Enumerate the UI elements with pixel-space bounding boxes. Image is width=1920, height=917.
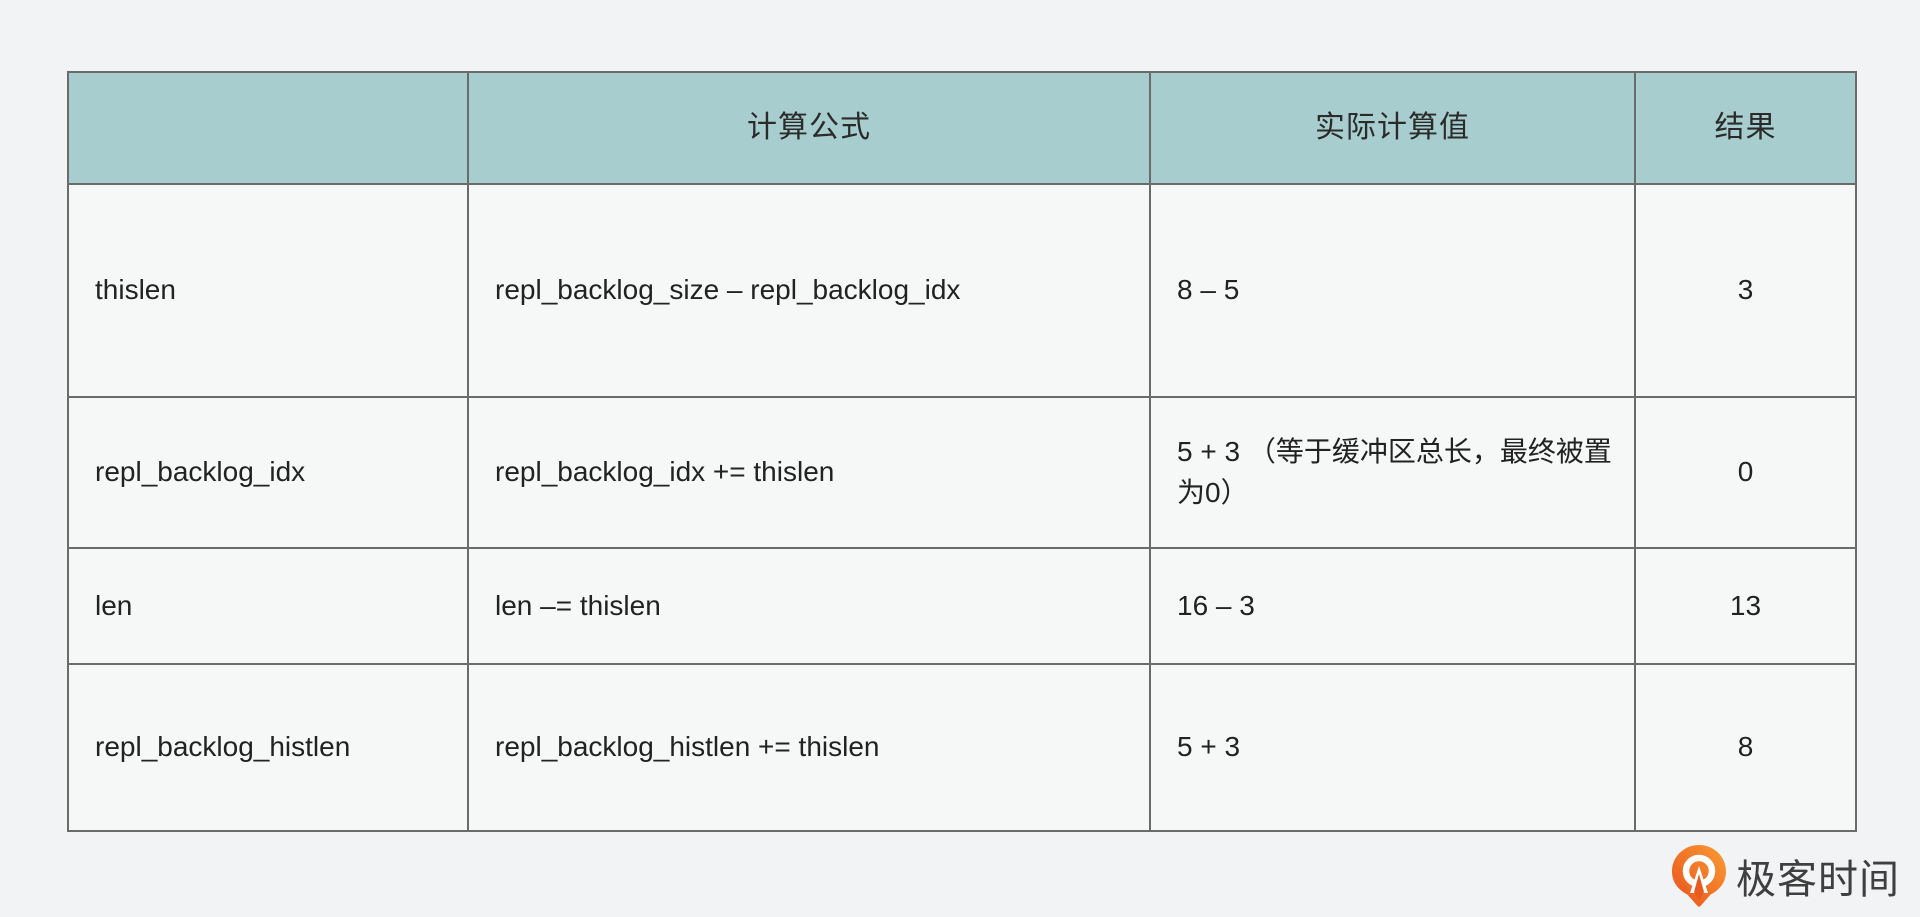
header-cell-empty	[67, 71, 469, 185]
cell-actual-value: 5 + 3 （等于缓冲区总长，最终被置为0）	[1149, 396, 1636, 549]
cell-formula: len –= thislen	[467, 547, 1151, 665]
table-row-repl-backlog-histlen: repl_backlog_histlen repl_backlog_histle…	[67, 663, 1857, 832]
cell-actual-value: 5 + 3	[1149, 663, 1636, 832]
cell-variable-name: thislen	[67, 183, 469, 398]
cell-result: 13	[1634, 547, 1857, 665]
table-header-row: 计算公式 实际计算值 结果	[67, 71, 1857, 185]
cell-actual-value: 8 – 5	[1149, 183, 1636, 398]
geektime-logo-icon	[1672, 845, 1726, 907]
cell-variable-name: repl_backlog_histlen	[67, 663, 469, 832]
cell-result: 0	[1634, 396, 1857, 549]
cell-formula: repl_backlog_idx += thislen	[467, 396, 1151, 549]
cell-variable-name: repl_backlog_idx	[67, 396, 469, 549]
cell-formula: repl_backlog_histlen += thislen	[467, 663, 1151, 832]
cell-formula: repl_backlog_size – repl_backlog_idx	[467, 183, 1151, 398]
geektime-brand: 极客时间	[1672, 845, 1900, 907]
table-row-len: len len –= thislen 16 – 3 13	[67, 547, 1857, 665]
header-cell-formula: 计算公式	[467, 71, 1151, 185]
geektime-logo-text: 极客时间	[1736, 858, 1900, 902]
cell-actual-value: 16 – 3	[1149, 547, 1636, 665]
cell-result: 3	[1634, 183, 1857, 398]
backlog-calculation-table: 计算公式 实际计算值 结果 thislen repl_backlog_size …	[67, 71, 1857, 832]
table-row-repl-backlog-idx: repl_backlog_idx repl_backlog_idx += thi…	[67, 396, 1857, 549]
table-row-thislen: thislen repl_backlog_size – repl_backlog…	[67, 183, 1857, 398]
header-cell-actual-value: 实际计算值	[1149, 71, 1636, 185]
cell-variable-name: len	[67, 547, 469, 665]
cell-result: 8	[1634, 663, 1857, 832]
header-cell-result: 结果	[1634, 71, 1857, 185]
